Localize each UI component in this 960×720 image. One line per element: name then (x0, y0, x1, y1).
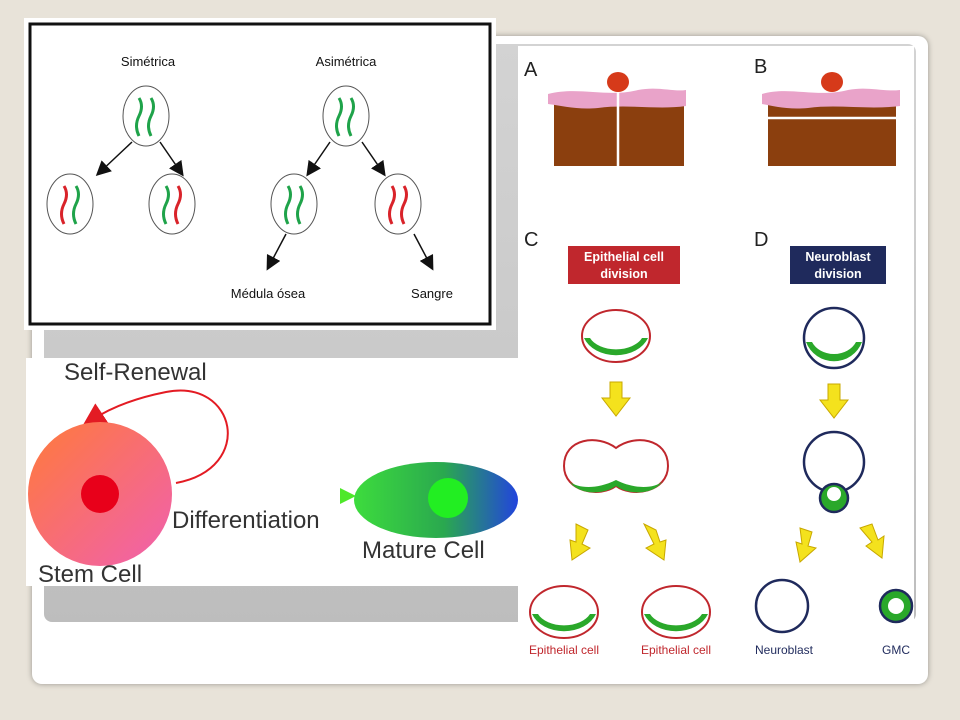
epithelial-cell-dividing (562, 439, 670, 493)
neuroblast-cell-budding (802, 430, 866, 514)
stem-cell-nucleus (81, 475, 119, 513)
asymmetric-daughter-cell (374, 173, 422, 235)
arrow (306, 141, 331, 177)
epithelial-cell-daughter (641, 585, 711, 639)
yellow-arrow (642, 522, 667, 561)
cell-division-diagram: A B C D Epithelial cell division Neurobl… (524, 56, 914, 657)
label-neuroblast: Neuroblast (755, 643, 814, 657)
differentiation-arrowhead (340, 488, 356, 504)
epithelial-box-line2: division (600, 267, 647, 281)
yellow-arrow (795, 527, 818, 563)
symmetric-parent-cell (122, 85, 170, 147)
neuroblast-box-line2: division (814, 267, 861, 281)
self-renewal-panel: Self-Renewal Differentiation Mature Cell… (26, 358, 520, 588)
tissue-a (548, 72, 686, 166)
neuroblast-daughter (754, 578, 810, 634)
gmc-cell (878, 588, 914, 624)
label-d: D (754, 229, 768, 251)
yellow-arrow (569, 523, 591, 561)
symmetric-daughter-cell (148, 173, 196, 235)
label-mature-cell: Mature Cell (362, 537, 485, 564)
label-blood: Sangre (411, 286, 453, 301)
label-c: C (524, 229, 538, 251)
mature-cell-nucleus (428, 478, 468, 518)
neuroblast-division-box (790, 246, 886, 284)
arrow (266, 233, 287, 271)
label-differentiation: Differentiation (172, 507, 320, 534)
neuroblast-box-line1: Neuroblast (805, 250, 871, 264)
yellow-arrow (859, 523, 885, 559)
epithelial-cell-initial (581, 309, 651, 363)
abcd-panel: A B C D Epithelial cell division Neurobl… (518, 46, 914, 666)
label-stem-cell: Stem Cell (38, 561, 142, 586)
label-epithelial-cell-left: Epithelial cell (529, 643, 599, 657)
arrow (413, 233, 434, 271)
title-symmetric: Simétrica (121, 54, 176, 69)
division-panel: Simétrica Asimétrica (24, 18, 496, 330)
self-renewal-arrow (82, 389, 229, 484)
asymmetric-parent-cell (322, 85, 370, 147)
yellow-arrow (600, 381, 632, 417)
self-renewal-diagram: Self-Renewal Differentiation Mature Cell… (28, 359, 518, 588)
division-diagram: Simétrica Asimétrica (28, 22, 492, 326)
epithelial-cell-daughter (529, 585, 599, 639)
yellow-arrow (818, 383, 850, 419)
arrow (95, 141, 133, 177)
asymmetric-daughter-cell (270, 173, 318, 235)
label-epithelial-cell-right: Epithelial cell (641, 643, 711, 657)
symmetric-daughter-cell (46, 173, 94, 235)
arrow (361, 141, 386, 177)
epithelial-box-line1: Epithelial cell (584, 250, 664, 264)
label-a: A (524, 59, 538, 81)
neuroblast-cell-initial (802, 306, 866, 370)
arrow (159, 141, 184, 177)
tissue-b (762, 72, 900, 166)
title-asymmetric: Asimétrica (316, 54, 377, 69)
label-gmc: GMC (882, 643, 910, 657)
label-b: B (754, 56, 767, 78)
epithelial-division-box (568, 246, 680, 284)
label-bone-marrow: Médula ósea (231, 286, 306, 301)
label-self-renewal: Self-Renewal (64, 359, 207, 386)
